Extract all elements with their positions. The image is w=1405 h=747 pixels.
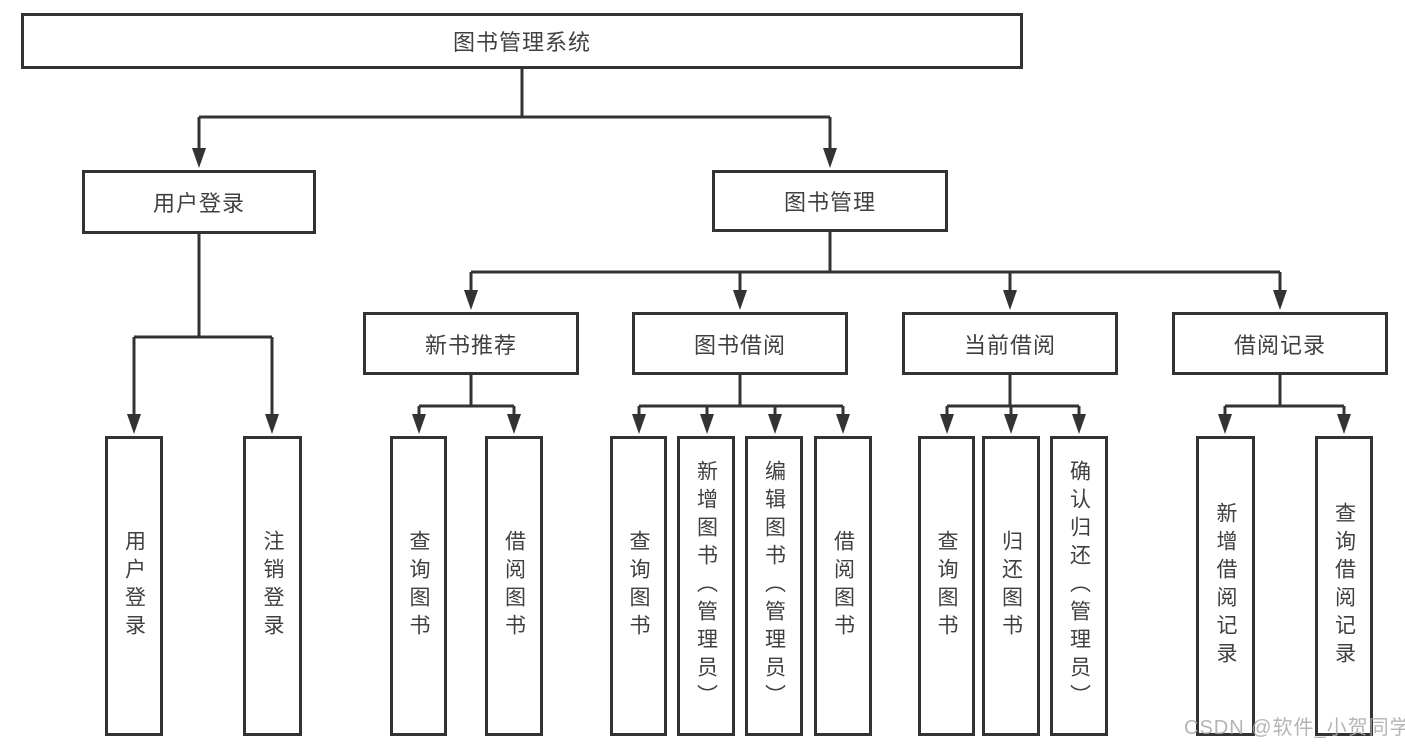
connector-current-to-leaves	[945, 375, 1081, 420]
leaf-borrow-query-books: 查询图书	[610, 436, 667, 736]
arrowhead	[700, 414, 714, 434]
arrowhead	[127, 414, 141, 434]
arrowhead	[1072, 414, 1086, 434]
arrowhead	[836, 414, 850, 434]
arrowhead	[1273, 290, 1287, 310]
leaf-user-login: 用户登录	[105, 436, 163, 736]
arrowhead	[412, 414, 426, 434]
node-root: 图书管理系统	[21, 13, 1023, 69]
leaf-current-query-books: 查询图书	[918, 436, 975, 736]
node-user-login: 用户登录	[82, 170, 316, 234]
arrowhead	[265, 414, 279, 434]
arrowhead	[1003, 290, 1017, 310]
node-current-borrowing: 当前借阅	[902, 312, 1118, 375]
arrowhead	[192, 148, 206, 168]
arrowhead	[768, 414, 782, 434]
leaf-borrow-edit-books-admin: 编辑图书（管理员）	[745, 436, 803, 736]
arrowhead	[464, 290, 478, 310]
arrowhead	[733, 290, 747, 310]
arrowhead	[632, 414, 646, 434]
arrowhead	[1218, 414, 1232, 434]
arrowhead	[1337, 414, 1351, 434]
leaf-newbook-borrow-books: 借阅图书	[485, 436, 543, 736]
leaf-logout: 注销登录	[243, 436, 302, 736]
watermark: CSDN @软件_小贺同学	[1184, 717, 1405, 739]
node-borrowing-records: 借阅记录	[1172, 312, 1388, 375]
connector-bookmgmt-to-level3	[469, 232, 1282, 296]
node-book-borrowing: 图书借阅	[632, 312, 848, 375]
node-book-management: 图书管理	[712, 170, 948, 232]
connector-root-to-level2	[197, 68, 832, 154]
leaf-records-add-record: 新增借阅记录	[1196, 436, 1255, 736]
connector-userlogin-to-leaves	[132, 234, 274, 420]
connector-newbooks-to-leaves	[417, 375, 516, 420]
node-new-book-recommend: 新书推荐	[363, 312, 579, 375]
arrowhead	[1004, 414, 1018, 434]
arrowhead	[823, 148, 837, 168]
arrowhead	[940, 414, 954, 434]
leaf-borrow-borrow-books: 借阅图书	[814, 436, 872, 736]
leaf-records-query-record: 查询借阅记录	[1315, 436, 1373, 736]
leaf-borrow-add-books-admin: 新增图书（管理员）	[677, 436, 735, 736]
leaf-newbook-query-books: 查询图书	[390, 436, 447, 736]
leaf-current-confirm-return-admin: 确认归还（管理员）	[1050, 436, 1108, 736]
connector-borrowing-to-leaves	[637, 375, 845, 420]
connector-records-to-leaves	[1223, 375, 1346, 420]
leaf-current-return-books: 归还图书	[982, 436, 1040, 736]
arrowhead	[507, 414, 521, 434]
